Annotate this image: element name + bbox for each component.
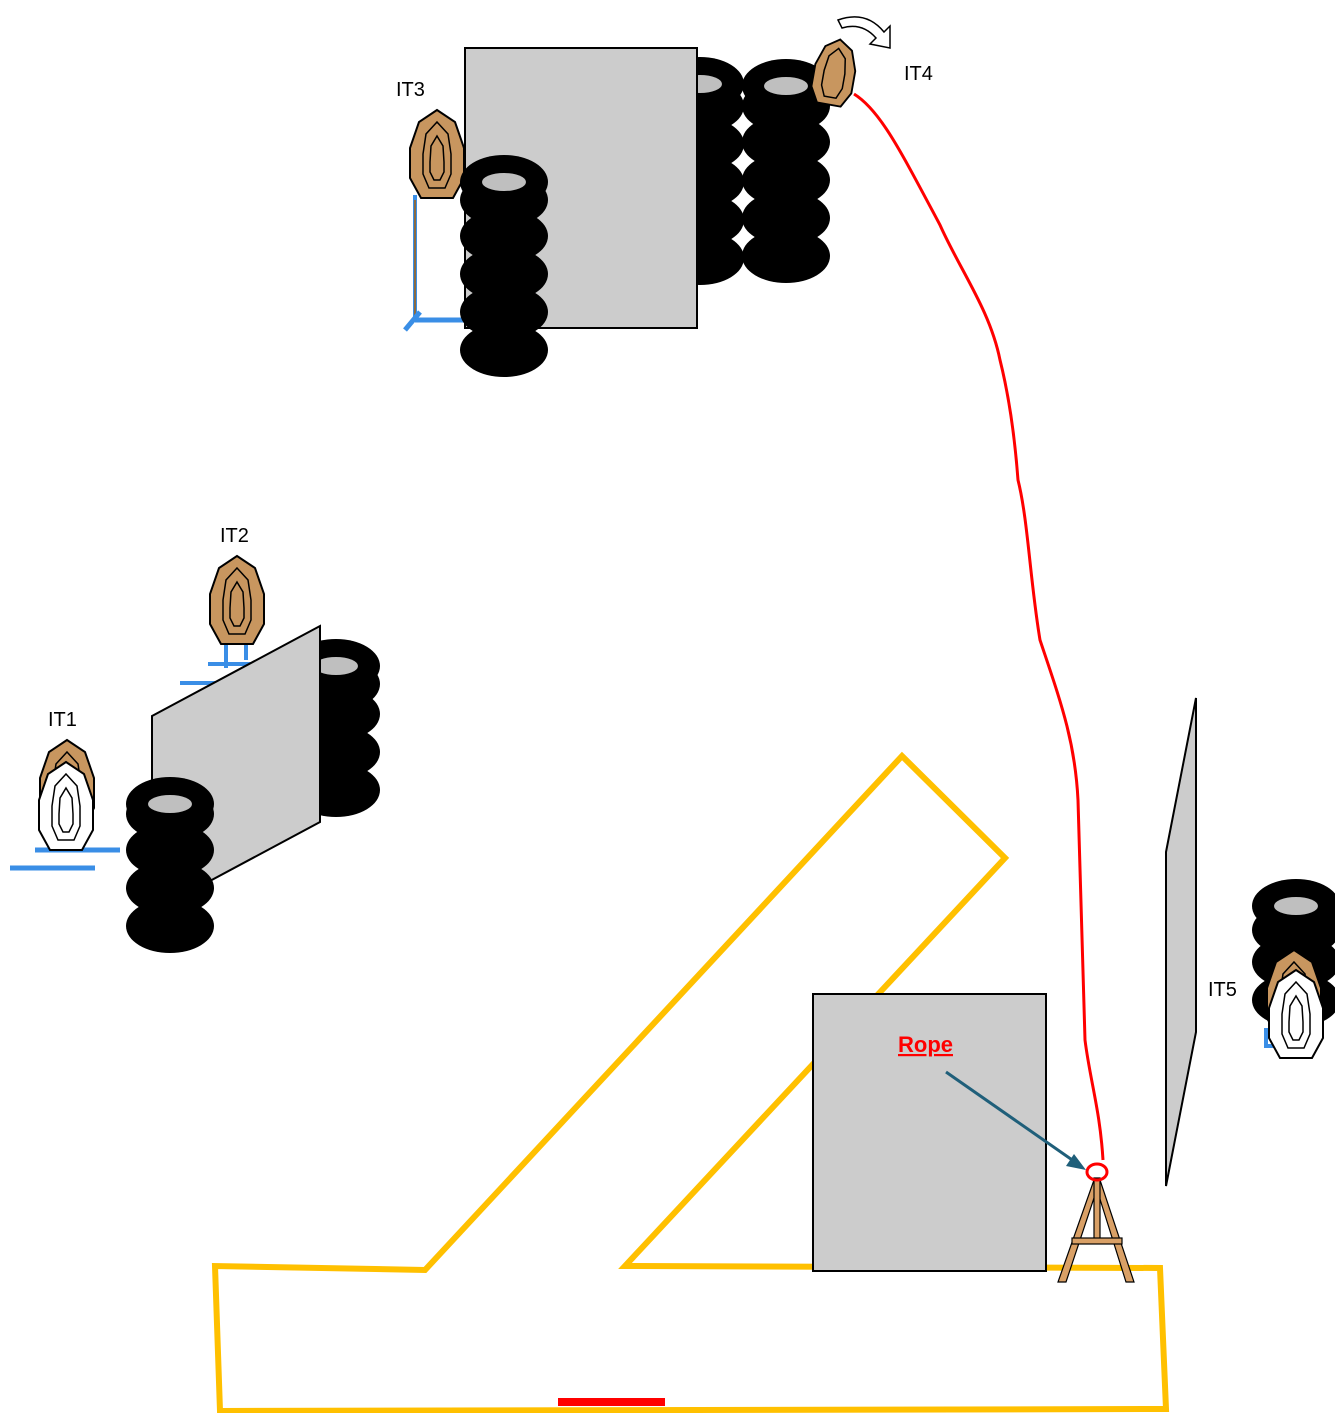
it3-target-stand — [403, 195, 470, 332]
it1-target-stand — [10, 847, 120, 871]
wall-right-angled — [1165, 697, 1197, 1187]
label-it3: IT3 — [396, 79, 425, 101]
rope-line — [853, 92, 1105, 1161]
rotate-arrow-icon — [836, 16, 891, 49]
rope-callout-arrow — [945, 1070, 1086, 1170]
it3-it4-barricade-group — [403, 16, 891, 377]
it4-target — [810, 38, 857, 108]
it5-group — [1165, 697, 1335, 1187]
it2-target — [209, 555, 265, 645]
it3-target — [409, 109, 465, 199]
label-it5: IT5 — [1208, 979, 1237, 1001]
it1-no-shoot-target — [38, 761, 94, 851]
wall-center — [812, 993, 1047, 1272]
label-it4: IT4 — [904, 63, 933, 85]
tire-stack-left-front — [126, 777, 214, 953]
label-it1: IT1 — [48, 709, 77, 731]
label-it2: IT2 — [220, 525, 249, 547]
label-rope: Rope — [898, 1032, 953, 1057]
it5-no-shoot-target — [1268, 969, 1324, 1059]
rope-knot — [1085, 1162, 1109, 1182]
start-position-marker — [558, 1398, 665, 1406]
it1-it2-barricade-group — [10, 555, 380, 953]
tire-stack-front-top — [460, 155, 548, 377]
